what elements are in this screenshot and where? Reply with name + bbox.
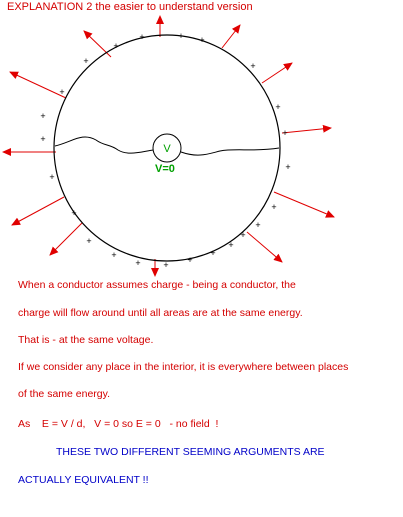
charge-plus: + <box>111 250 116 260</box>
field-arrow <box>11 196 65 226</box>
charge-plus: + <box>187 255 192 265</box>
charge-plus: + <box>83 56 88 66</box>
field-arrows <box>2 15 335 277</box>
field-arrow <box>9 71 67 99</box>
formula-line: As E = V / d, V = 0 so E = 0 - no field … <box>18 418 219 430</box>
explanation-line: When a conductor assumes charge - being … <box>18 279 296 291</box>
charge-plus: + <box>40 111 45 121</box>
conclusion-line: ACTUALLY EQUIVALENT !! <box>18 474 149 486</box>
explanation-line: of the same energy. <box>18 388 111 400</box>
charge-plus: + <box>86 236 91 246</box>
field-arrow <box>273 191 335 218</box>
charge-plus: + <box>255 220 260 230</box>
charge-plus: + <box>228 240 233 250</box>
voltmeter-symbol: V <box>163 143 171 155</box>
charge-plus: + <box>240 230 245 240</box>
charge-plus: + <box>71 208 76 218</box>
charge-plus: + <box>285 162 290 172</box>
surface-charges: + + + + + + + + + + + + + + + + + + + + … <box>40 31 290 270</box>
field-arrow <box>261 62 293 84</box>
explanation-line: charge will flow around until all areas … <box>18 307 303 319</box>
field-arrow <box>221 24 241 49</box>
explanation-line: That is - at the same voltage. <box>18 334 154 346</box>
voltmeter <box>152 133 182 163</box>
charge-plus: + <box>199 35 204 45</box>
field-arrow <box>246 231 283 263</box>
field-arrow <box>281 124 332 134</box>
conductor-circle <box>53 34 281 262</box>
charge-plus: + <box>210 248 215 258</box>
charge-plus: + <box>250 61 255 71</box>
charge-plus: + <box>275 102 280 112</box>
charge-plus: + <box>271 202 276 212</box>
charge-plus: + <box>163 260 168 270</box>
page-title: EXPLANATION 2 the easier to understand v… <box>7 1 253 13</box>
field-arrow <box>83 30 112 58</box>
charge-plus: + <box>178 31 183 41</box>
charge-plus: + <box>113 41 118 51</box>
charge-plus: + <box>139 32 144 42</box>
charge-plus: + <box>135 258 140 268</box>
charge-plus: + <box>59 87 64 97</box>
charged-conductor-diagram: V V=0 + + + + + + + + + + + + + + + + + … <box>2 15 335 277</box>
explanation-line: If we consider any place in the interior… <box>18 361 349 373</box>
section-line <box>54 136 280 156</box>
voltage-label: V=0 <box>155 163 175 175</box>
conclusion-line: THESE TWO DIFFERENT SEEMING ARGUMENTS AR… <box>56 446 325 458</box>
charge-plus: + <box>40 134 45 144</box>
charge-plus: + <box>49 172 54 182</box>
field-arrow <box>49 222 83 256</box>
charge-plus: + <box>282 128 287 138</box>
